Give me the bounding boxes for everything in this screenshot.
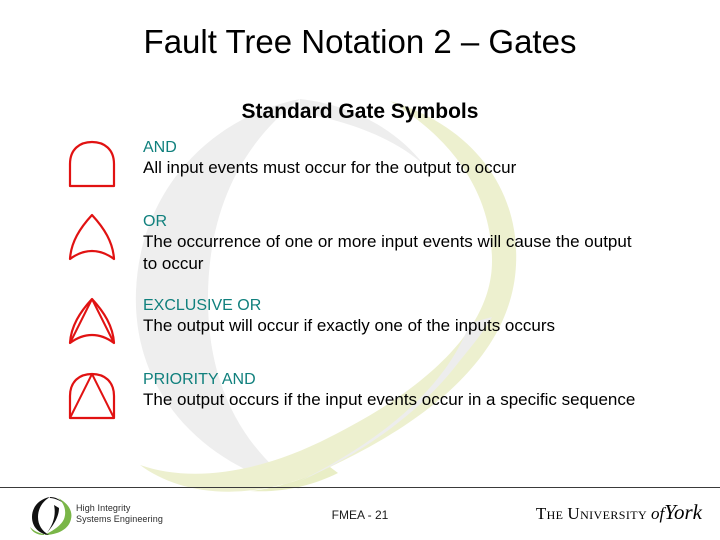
slide-footer: High Integrity Systems Engineering FMEA … bbox=[0, 488, 720, 540]
uoy-the: The bbox=[535, 504, 564, 523]
page-marker: FMEA - 21 bbox=[331, 508, 389, 522]
gate-name-and: AND bbox=[143, 139, 177, 156]
hise-logo: High Integrity Systems Engineering bbox=[28, 494, 203, 536]
gate-description-priority-and: The output occurs if the input events oc… bbox=[143, 390, 636, 409]
gate-text-block: OR The occurrence of one or more input e… bbox=[143, 212, 683, 275]
uoy-university: University bbox=[567, 504, 648, 523]
gate-description-exclusive-or: The output will occur if exactly one of … bbox=[143, 316, 555, 335]
exclusive-or-gate-symbol bbox=[68, 297, 116, 345]
gate-text-block: PRIORITY AND The output occurs if the in… bbox=[143, 370, 683, 411]
uoy-of: of bbox=[651, 504, 665, 523]
or-gate-symbol bbox=[68, 213, 116, 261]
hise-logo-line1: High Integrity bbox=[76, 503, 131, 513]
page-title: Fault Tree Notation 2 – Gates bbox=[143, 23, 577, 60]
gate-name-priority-and: PRIORITY AND bbox=[143, 371, 256, 388]
gate-name-exclusive-or: EXCLUSIVE OR bbox=[143, 297, 262, 314]
gate-text-block: EXCLUSIVE OR The output will occur if ex… bbox=[143, 296, 683, 337]
university-of-york-logo: The University ofYork bbox=[536, 500, 702, 528]
hise-logo-text: High Integrity Systems Engineering bbox=[76, 503, 163, 525]
gate-description-and: All input events must occur for the outp… bbox=[143, 158, 517, 177]
hise-logo-line2: Systems Engineering bbox=[76, 514, 163, 524]
hise-logo-mark-icon bbox=[30, 497, 72, 535]
priority-and-gate-symbol bbox=[68, 372, 116, 420]
gate-name-or: OR bbox=[143, 213, 167, 230]
gate-description-or: The occurrence of one or more input even… bbox=[143, 232, 632, 273]
and-gate-symbol bbox=[68, 140, 116, 188]
page-subtitle: Standard Gate Symbols bbox=[241, 100, 479, 123]
gate-text-block: AND All input events must occur for the … bbox=[143, 138, 683, 179]
uoy-york: York bbox=[664, 500, 702, 524]
